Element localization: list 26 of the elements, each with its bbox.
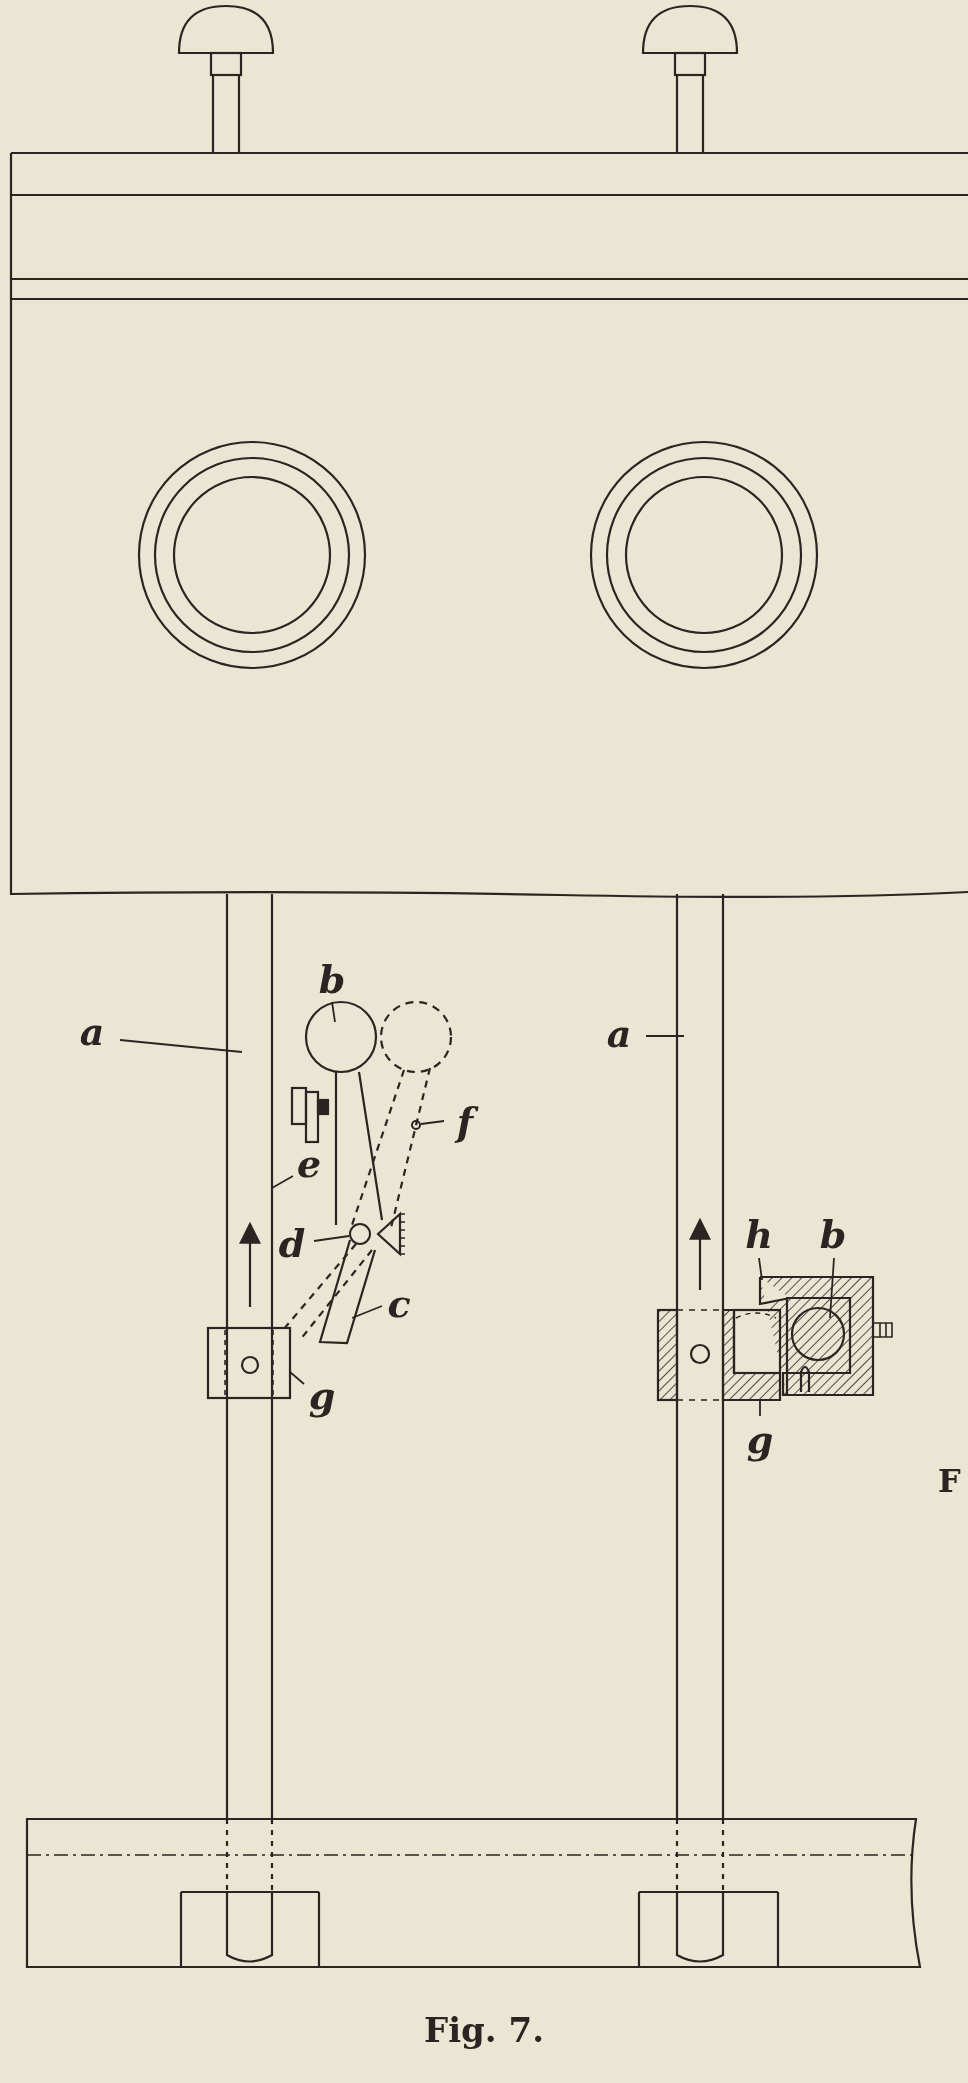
leader-line <box>351 1305 383 1319</box>
pivot-circle <box>411 1120 421 1130</box>
part-letter: e <box>293 1142 325 1186</box>
leader-line <box>758 1257 763 1281</box>
part-letter: b <box>816 1212 850 1258</box>
pivot-circle <box>349 1223 371 1245</box>
part-letter: b <box>316 958 348 1002</box>
part-letter: a <box>64 1010 120 1054</box>
page-text-fragment: F <box>938 1462 961 1500</box>
leader-line <box>271 1175 294 1189</box>
part-letter: d <box>276 1222 308 1266</box>
leader-line <box>313 1235 350 1242</box>
leader-line <box>759 1399 761 1417</box>
leader-line <box>645 1035 685 1037</box>
part-letter: c <box>382 1282 416 1326</box>
part-letter: a <box>592 1012 646 1056</box>
part-letter: f <box>448 1098 482 1146</box>
figure-caption: Fig. 7. <box>423 2010 545 2050</box>
leader-line <box>119 1039 243 1053</box>
leader-line <box>829 1257 835 1319</box>
leader-line <box>331 1001 336 1023</box>
part-letter: g <box>304 1372 340 1420</box>
leader-line <box>420 1120 445 1125</box>
part-letter: h <box>742 1212 776 1258</box>
part-letter: g <box>742 1416 778 1464</box>
leader-line <box>289 1371 305 1385</box>
